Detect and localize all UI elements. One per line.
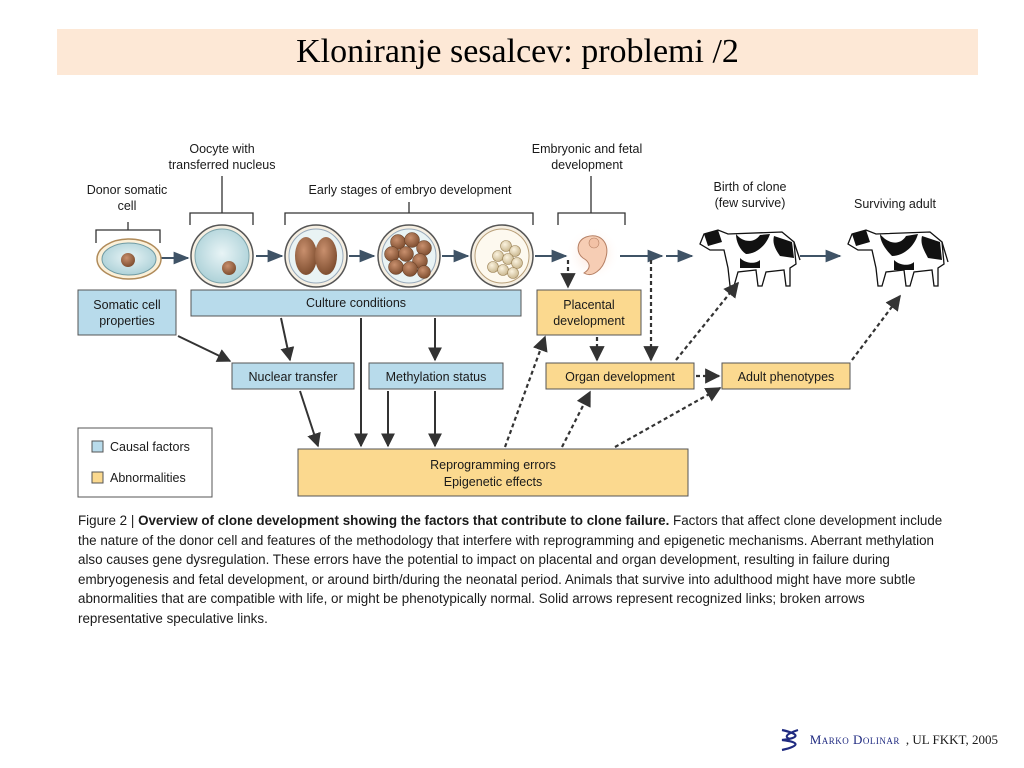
newborn-cow-icon: [699, 229, 801, 287]
box-adult-phenotypes: Adult phenotypes: [721, 362, 851, 390]
svg-text:properties: properties: [99, 314, 155, 328]
bracket-early: [284, 202, 534, 225]
two-cell-embryo-icon: [284, 224, 348, 288]
box-nuclear-transfer: Nuclear transfer: [231, 362, 355, 390]
arrow-nuclear-to-reprog: [299, 390, 321, 448]
arrow-somatic-to-nuclear: [177, 335, 232, 362]
label-donor-line2: cell: [118, 199, 137, 213]
label-oocyte-line2: transferred nucleus: [168, 158, 275, 172]
footer-affiliation: , UL FKKT, 2005: [905, 732, 998, 747]
label-birth-line2: (few survive): [715, 196, 786, 210]
svg-text:Causal factors: Causal factors: [110, 440, 190, 454]
box-organ-development: Organ development: [545, 362, 695, 390]
fetus-icon: [566, 227, 620, 281]
title-bar: Kloniranje sesalcev: problemi /2: [57, 29, 978, 75]
label-early-stages: Early stages of embryo development: [309, 183, 512, 197]
svg-text:Culture conditions: Culture conditions: [306, 296, 406, 310]
label-birth-line1: Birth of clone: [714, 180, 787, 194]
legend: Causal factors Abnormalities: [77, 427, 213, 498]
box-reprogramming-errors: Reprogramming errors Epigenetic effects: [297, 448, 689, 497]
bracket-embryonic: [557, 176, 626, 225]
slide-title: Kloniranje sesalcev: problemi /2: [296, 33, 739, 70]
svg-text:development: development: [553, 314, 625, 328]
bracket-oocyte: [189, 176, 254, 225]
label-donor-line1: Donor somatic: [87, 183, 168, 197]
figure-caption: Figure 2 | Overview of clone development…: [78, 511, 948, 629]
svg-text:Abnormalities: Abnormalities: [110, 471, 186, 485]
box-somatic-cell-properties: Somatic cell properties: [77, 289, 177, 336]
bracket-donor: [95, 222, 161, 243]
label-embryonic-line1: Embryonic and fetal: [532, 142, 642, 156]
dashed-adult-pheno-to-adult: [851, 294, 901, 361]
arrow-culture-to-nuclear: [280, 317, 295, 362]
svg-text:Epigenetic effects: Epigenetic effects: [444, 475, 542, 489]
box-culture-conditions: Culture conditions: [190, 289, 522, 317]
dashed-reprog-to-organ: [561, 390, 591, 448]
footer-author: Marko Dolinar: [809, 732, 900, 747]
morula-icon: [377, 224, 441, 288]
label-embryonic-line2: development: [551, 158, 623, 172]
svg-text:Methylation status: Methylation status: [386, 370, 487, 384]
dashed-reprog-to-placental: [503, 335, 548, 448]
svg-text:Nuclear transfer: Nuclear transfer: [249, 370, 338, 384]
oocyte-icon: [190, 224, 254, 288]
label-oocyte-line1: Oocyte with: [189, 142, 254, 156]
dashed-organ-to-birth: [675, 281, 739, 361]
footer: Marko Dolinar , UL FKKT, 2005: [778, 728, 998, 752]
svg-text:Reprogramming errors: Reprogramming errors: [430, 458, 556, 472]
svg-text:Somatic cell: Somatic cell: [93, 298, 160, 312]
svg-text:Placental: Placental: [563, 298, 614, 312]
figure-label: Figure 2 |: [78, 513, 135, 528]
box-methylation-status: Methylation status: [368, 362, 504, 390]
dna-helix-icon: [781, 728, 799, 752]
caption-body: Factors that affect clone development in…: [78, 513, 943, 626]
donor-cell-icon: [96, 238, 162, 280]
adult-cow-icon: [847, 229, 949, 287]
caption-bold: Overview of clone development showing th…: [138, 513, 670, 528]
box-placental-development: Placental development: [536, 289, 642, 336]
svg-text:Adult phenotypes: Adult phenotypes: [738, 370, 835, 384]
label-surviving-adult: Surviving adult: [854, 197, 937, 211]
blastocyst-icon: [470, 224, 534, 288]
dashed-reprog-to-adult-pheno: [614, 387, 722, 448]
svg-text:Organ development: Organ development: [565, 370, 675, 384]
